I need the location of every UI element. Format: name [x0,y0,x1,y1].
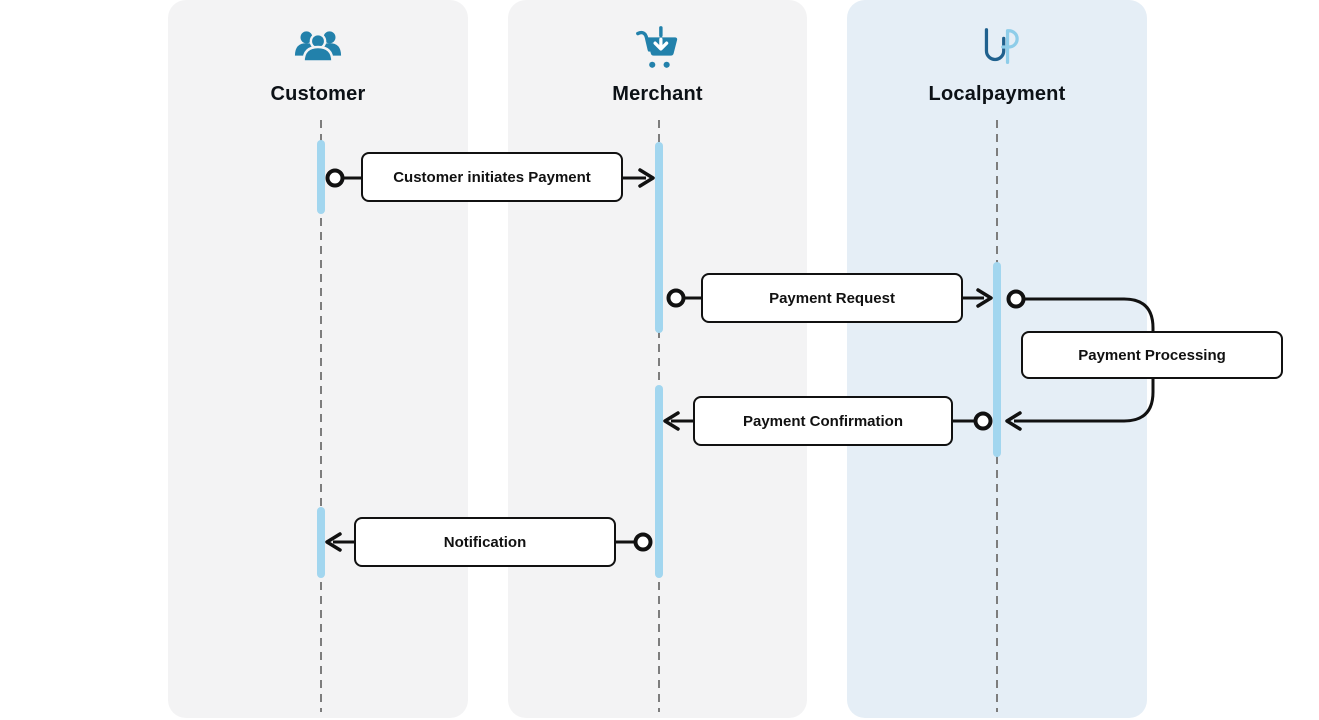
message-box-customer-initiates-payment: Customer initiates Payment [361,152,623,202]
cart-download-icon [634,26,682,68]
lane-merchant-title: Merchant [612,83,703,105]
lane-localpayment-title: Localpayment [928,83,1066,105]
lane-customer: Customer [168,0,468,718]
lane-merchant-header: Merchant [508,0,807,106]
lane-customer-header: Customer [168,0,468,106]
lane-localpayment-header: Localpayment [847,0,1147,106]
message-box-notification: Notification [354,517,616,567]
message-box-payment-confirmation: Payment Confirmation [693,396,953,446]
localpayment-logo-icon [975,26,1019,68]
message-box-payment-processing: Payment Processing [1021,331,1283,379]
lane-merchant: Merchant [508,0,807,718]
lane-customer-title: Customer [270,83,366,105]
message-box-payment-request: Payment Request [701,273,963,323]
users-icon [293,26,343,68]
